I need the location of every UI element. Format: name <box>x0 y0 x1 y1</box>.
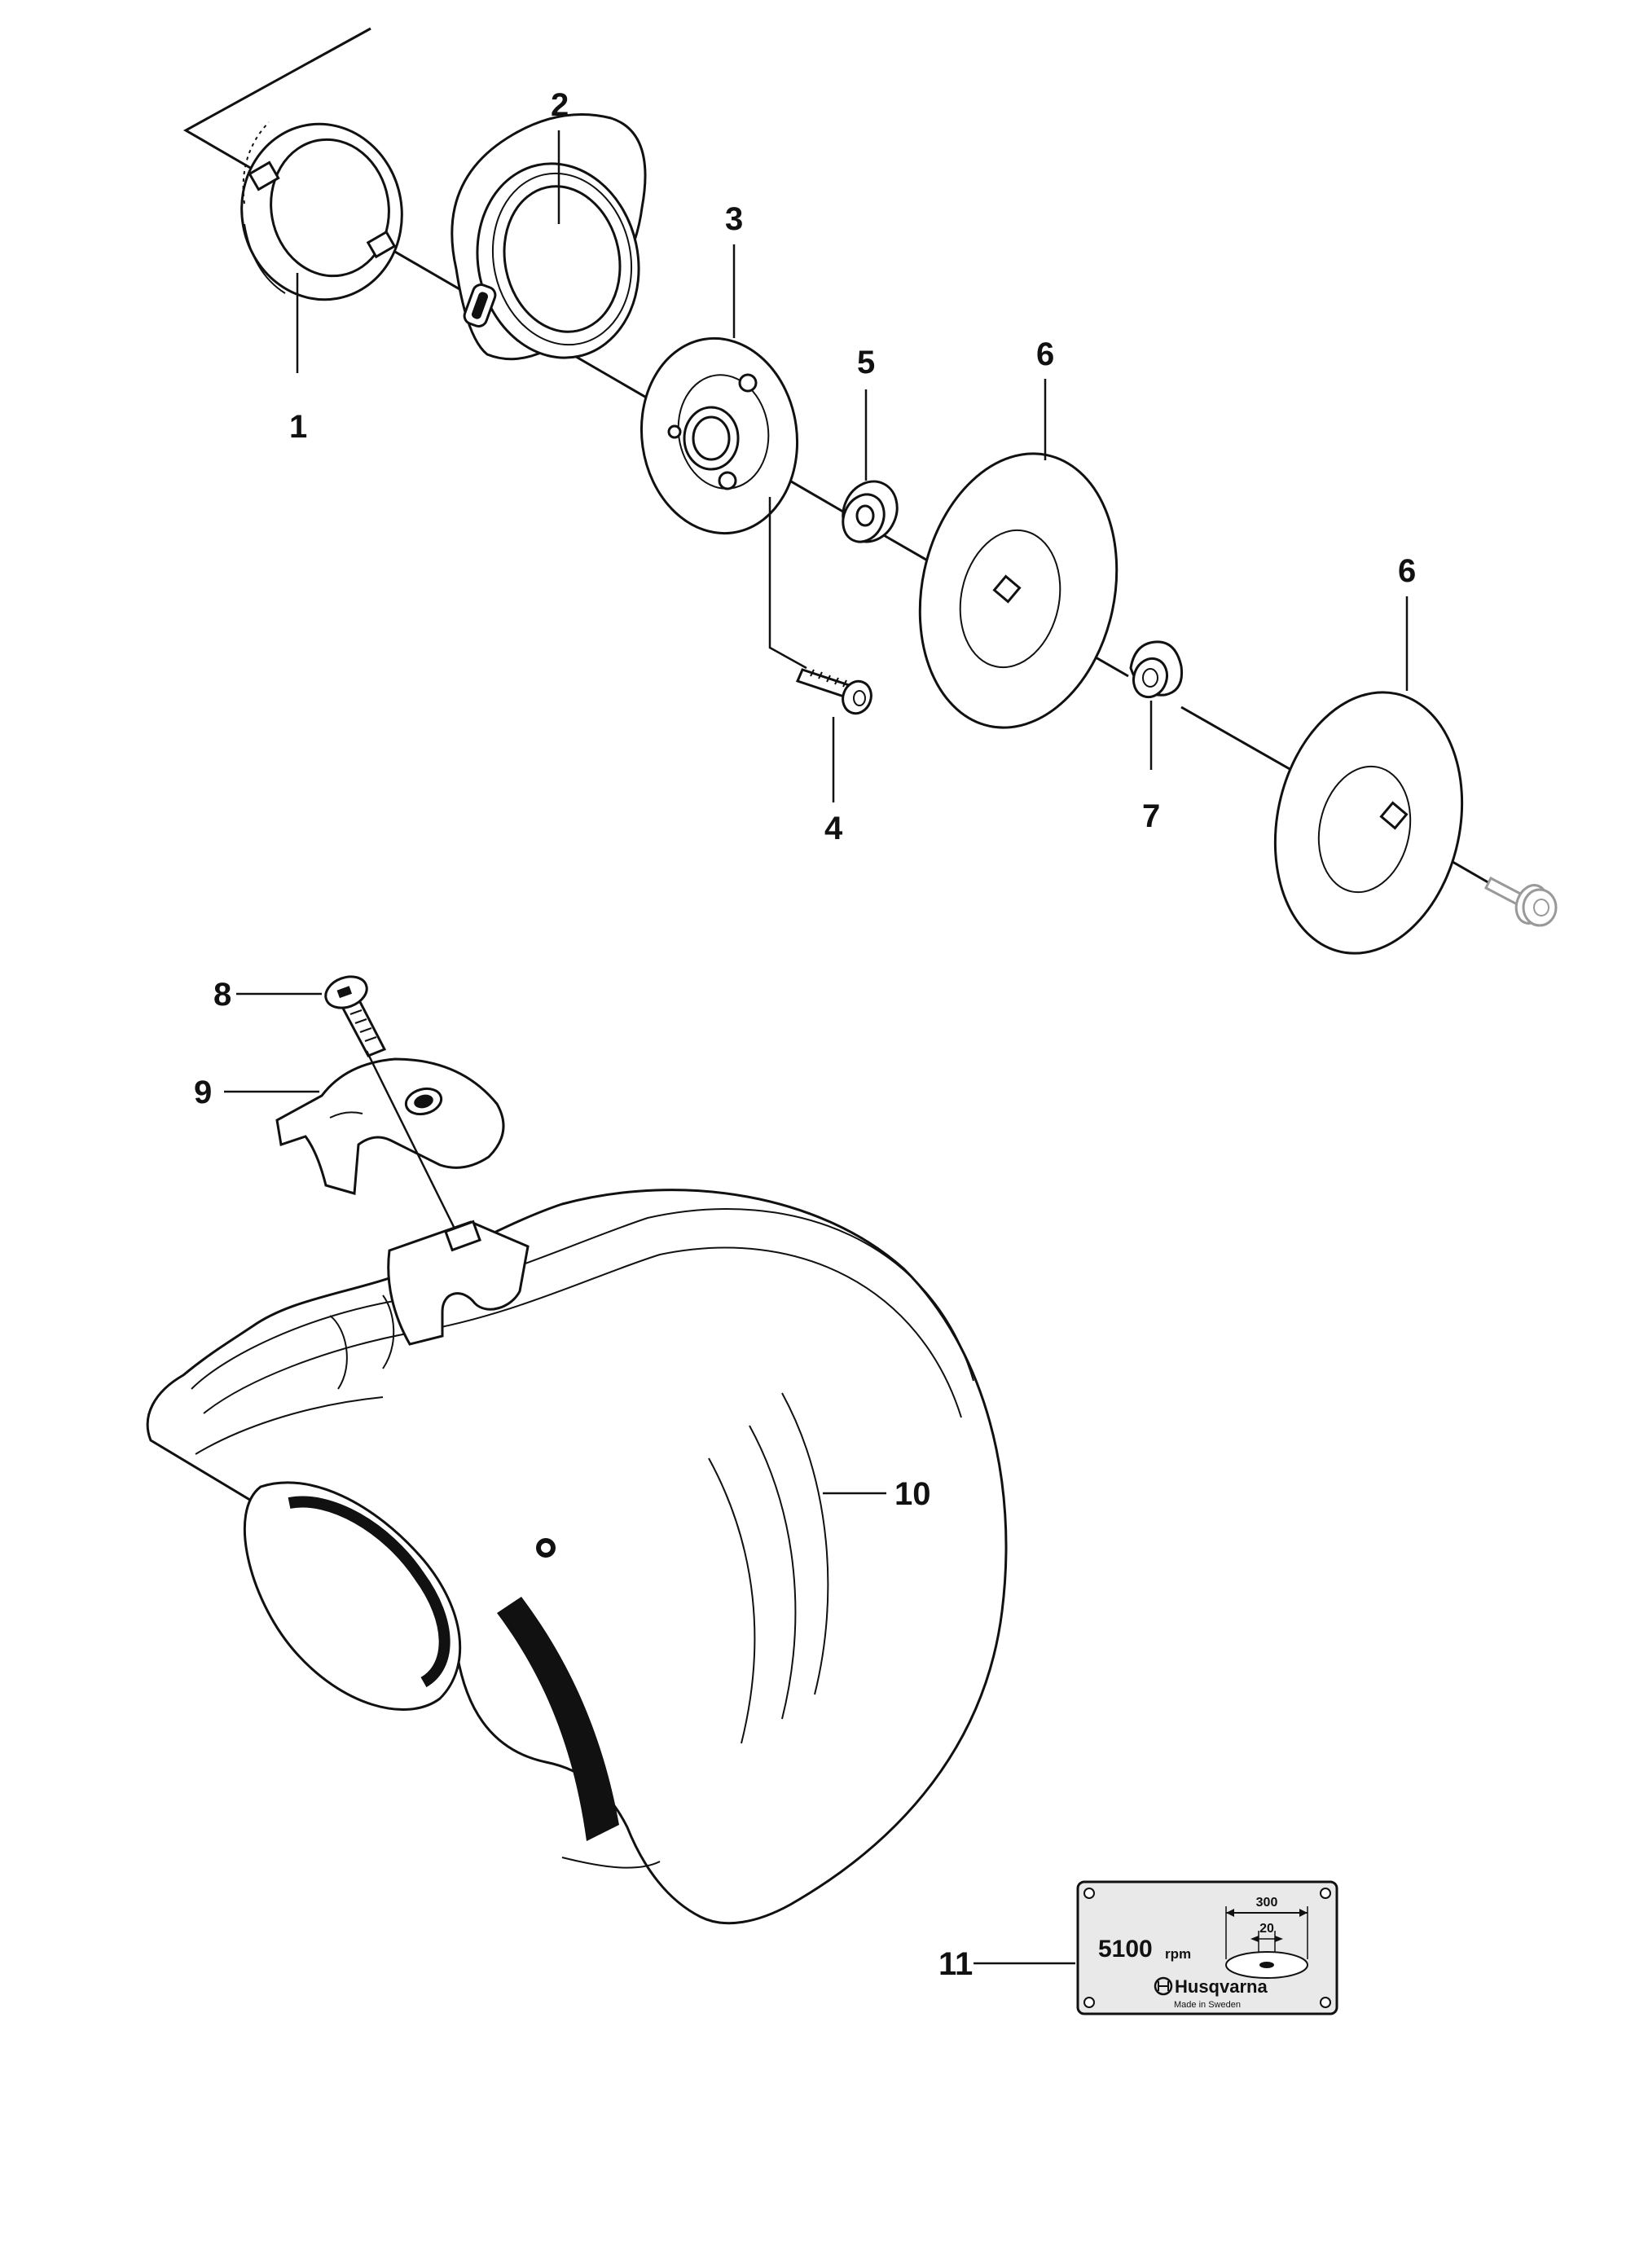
part-11-rating-plate: 5100 rpm 300 20 Husqvarna Made in Sweden <box>1076 1880 1338 2015</box>
callout-4: 4 <box>824 811 843 846</box>
callout-8: 8 <box>213 977 231 1013</box>
callout-10: 10 <box>894 1476 931 1512</box>
callout-6b: 6 <box>1398 553 1416 589</box>
plate-brand: Husqvarna <box>1175 1976 1268 1997</box>
screw-axis <box>365 1050 456 1229</box>
part-9-clamp-block <box>275 1057 505 1195</box>
plate-bore-diameter: 20 <box>1259 1922 1274 1936</box>
plate-origin: Made in Sweden <box>1174 2000 1241 2010</box>
callout-2: 2 <box>551 87 569 123</box>
plate-outer-diameter: 300 <box>1256 1896 1278 1910</box>
plate-rpm-value: 5100 <box>1098 1936 1153 1963</box>
callout-11: 11 <box>938 1946 973 1982</box>
callout-7: 7 <box>1142 798 1160 834</box>
callout-5: 5 <box>857 345 875 380</box>
part-1-clamp-ring <box>240 121 403 301</box>
part-6-washer-disc-upper <box>918 452 1119 729</box>
part-8-socket-screw <box>324 975 387 1057</box>
leader-lines <box>224 130 1409 1965</box>
plate-rpm-unit: rpm <box>1165 1946 1191 1962</box>
part-7-spacer <box>1129 640 1184 699</box>
reference-bolt <box>1484 876 1558 927</box>
husqvarna-logo-icon <box>1154 1976 1173 1996</box>
part-5-bushing <box>842 480 899 543</box>
part-10-blade-guard <box>146 1189 1008 1925</box>
plate-dimension-drawing <box>1225 1906 1308 1979</box>
part-6-washer-disc-lower <box>1273 691 1464 955</box>
callout-3: 3 <box>725 201 743 237</box>
callout-1: 1 <box>289 409 307 445</box>
callout-numbers: 1 2 3 4 5 6 6 7 8 9 10 11 <box>194 87 1416 1982</box>
callout-6a: 6 <box>1036 336 1054 372</box>
part-3-flange-plate <box>639 336 799 535</box>
callout-9: 9 <box>194 1075 212 1110</box>
part-4-screw <box>795 668 872 715</box>
part-2-flange-housing <box>451 113 647 361</box>
